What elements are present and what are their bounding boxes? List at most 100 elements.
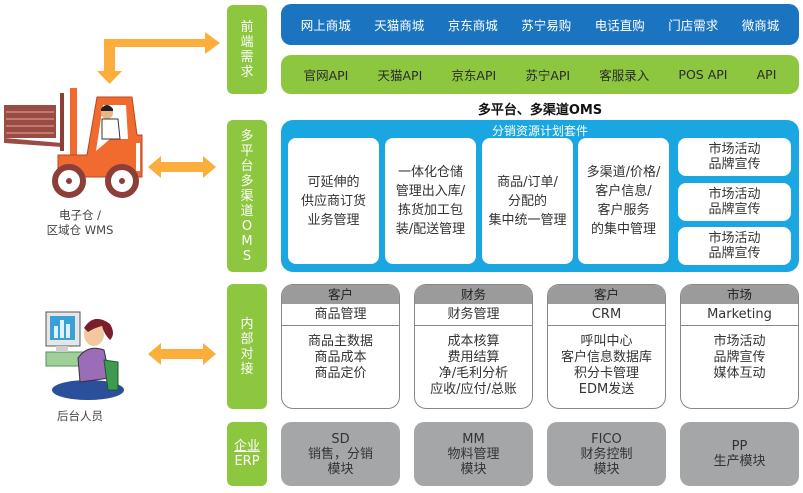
arrow-backoffice-internal-icon (148, 343, 216, 365)
internal-label-char: 接 (240, 361, 254, 377)
backoffice-caption: 后台人员 (57, 409, 103, 423)
channel-bar: 网上商城 天猫商城 京东商城 苏宁易购 电话直购 门店需求 微商城 (281, 4, 799, 45)
internal-card-item: 净/毛利分析 (438, 366, 509, 381)
oms-card-line: 业务管理 (307, 212, 360, 228)
internal-card-subtitle: 商品管理 (282, 304, 399, 326)
erp-module-line: MM (462, 431, 485, 447)
internal-card-item: 品牌宣传 (713, 350, 766, 365)
oms-capability-card: 多渠道/价格/客户信息/客户服务的集中管理 (578, 138, 669, 264)
internal-card-subtitle: CRM (548, 304, 665, 326)
oms-label-char: 多 (240, 173, 254, 189)
internal-label-char: 内 (240, 316, 254, 332)
erp-module-line: 模块 (593, 461, 620, 477)
oms-capability-card: 可延伸的供应商订货业务管理 (288, 138, 379, 264)
oms-card-line: 多渠道/价格/ (586, 165, 661, 180)
api-item: 客服录入 (599, 68, 650, 83)
internal-card-item: 商品主数据 (307, 334, 373, 349)
oms-card-line: 装/配送管理 (395, 222, 466, 237)
erp-module-line: 物料管理 (447, 446, 500, 462)
side-label-frontend: 前端需求 (227, 5, 267, 94)
oms-label-char: 渠 (240, 188, 254, 204)
erp-label-line1: 企业 (233, 439, 260, 454)
oms-card-line: 的集中管理 (590, 222, 656, 237)
oms-card-line: 商品/订单/ (497, 174, 558, 190)
oms-marketing-card: 市场活动品牌宣传 (678, 227, 791, 265)
oms-small-card-line: 品牌宣传 (708, 202, 761, 217)
internal-card-header: 市场 (681, 285, 798, 304)
warehouse-caption-line2: 区域仓 WMS (46, 223, 114, 237)
internal-label-char: 对 (240, 346, 254, 362)
channel-item: 电话直购 (594, 18, 645, 33)
side-label-internal: 内部对接 (227, 284, 267, 409)
erp-module-line: SD (331, 431, 350, 447)
internal-system-card: 客户商品管理商品主数据商品成本商品定价 (281, 284, 400, 409)
internal-label-char: 部 (240, 331, 254, 347)
oms-small-card-line: 市场活动 (708, 142, 761, 157)
oms-label-char: M (241, 233, 253, 249)
api-item: POS API (678, 67, 728, 82)
arrow-warehouse-oms-icon (148, 156, 216, 178)
oms-label-char: O (241, 218, 253, 234)
internal-card-item: 商品成本 (314, 350, 367, 365)
oms-card-line: 管理出入库/ (395, 184, 466, 199)
oms-small-card-line: 市场活动 (708, 231, 761, 246)
internal-card-item: 积分卡管理 (573, 366, 639, 381)
internal-card-subtitle: Marketing (681, 304, 798, 326)
oms-capability-card: 商品/订单/分配的集中统一管理 (482, 138, 573, 264)
internal-card-header: 客户 (282, 285, 399, 304)
erp-module-line: FICO (591, 431, 622, 447)
oms-small-card-line: 市场活动 (708, 187, 761, 202)
erp-label-line2: ERP (234, 454, 260, 469)
erp-module-line: 销售，分销 (307, 446, 373, 462)
internal-card-item: 市场活动 (713, 334, 766, 349)
oms-label-char: 多 (240, 128, 254, 144)
channel-item: 天猫商城 (374, 18, 425, 33)
oms-card-line: 供应商订货 (300, 193, 366, 209)
oms-card-line: 分配的 (507, 193, 547, 209)
oms-suite-title: 分销资源计划套件 (491, 124, 588, 138)
oms-capability-card: 一体化仓储管理出入库/拣货加工包装/配送管理 (385, 138, 476, 264)
frontend-label-char: 求 (240, 64, 254, 80)
internal-card-item: 客户信息数据库 (560, 350, 652, 365)
oms-small-card-line: 品牌宣传 (708, 246, 761, 261)
channel-item: 苏宁易购 (521, 18, 572, 33)
oms-card-line: 拣货加工包 (397, 203, 463, 218)
oms-card-line: 客户服务 (597, 203, 650, 218)
backoffice-person-icon (45, 311, 124, 400)
api-item: 天猫API (377, 68, 423, 83)
api-item: 京东API (451, 68, 497, 83)
erp-module-line: PP (731, 439, 748, 454)
internal-card-item: 应收/应付/总账 (430, 382, 517, 397)
internal-card-header: 客户 (548, 285, 665, 304)
oms-label-char: 道 (240, 203, 254, 219)
forklift-icon (4, 88, 143, 198)
oms-card-line: 客户信息/ (595, 184, 652, 199)
channel-item: 门店需求 (668, 18, 719, 33)
warehouse-caption: 电子仓 / 区域仓 WMS (30, 208, 130, 238)
side-label-erp: 企业 ERP (227, 422, 267, 486)
oms-title: 多平台、多渠道OMS (477, 103, 603, 118)
oms-small-card-line: 品牌宣传 (708, 157, 761, 172)
oms-card-line: 可延伸的 (307, 174, 360, 190)
warehouse-caption-line1: 电子仓 / (58, 208, 102, 222)
frontend-label-char: 端 (240, 34, 254, 50)
channel-item: 网上商城 (300, 18, 351, 33)
internal-card-subtitle: 财务管理 (415, 304, 532, 326)
oms-label-char: 台 (240, 158, 254, 174)
erp-module-line: 模块 (460, 461, 487, 477)
oms-marketing-card: 市场活动品牌宣传 (678, 183, 791, 221)
erp-module-line: 财务控制 (580, 446, 633, 462)
channel-item: 微商城 (741, 18, 780, 33)
channel-item: 京东商城 (447, 18, 498, 33)
api-item: 官网API (303, 68, 349, 83)
frontend-label-char: 需 (240, 49, 254, 65)
internal-card-items: 市场活动品牌宣传媒体互动 (681, 326, 798, 382)
internal-card-item: 商品定价 (314, 366, 367, 381)
internal-card-item: 成本核算 (447, 334, 500, 349)
oms-card-line: 集中统一管理 (488, 212, 567, 228)
internal-card-items: 商品主数据商品成本商品定价 (282, 326, 399, 382)
